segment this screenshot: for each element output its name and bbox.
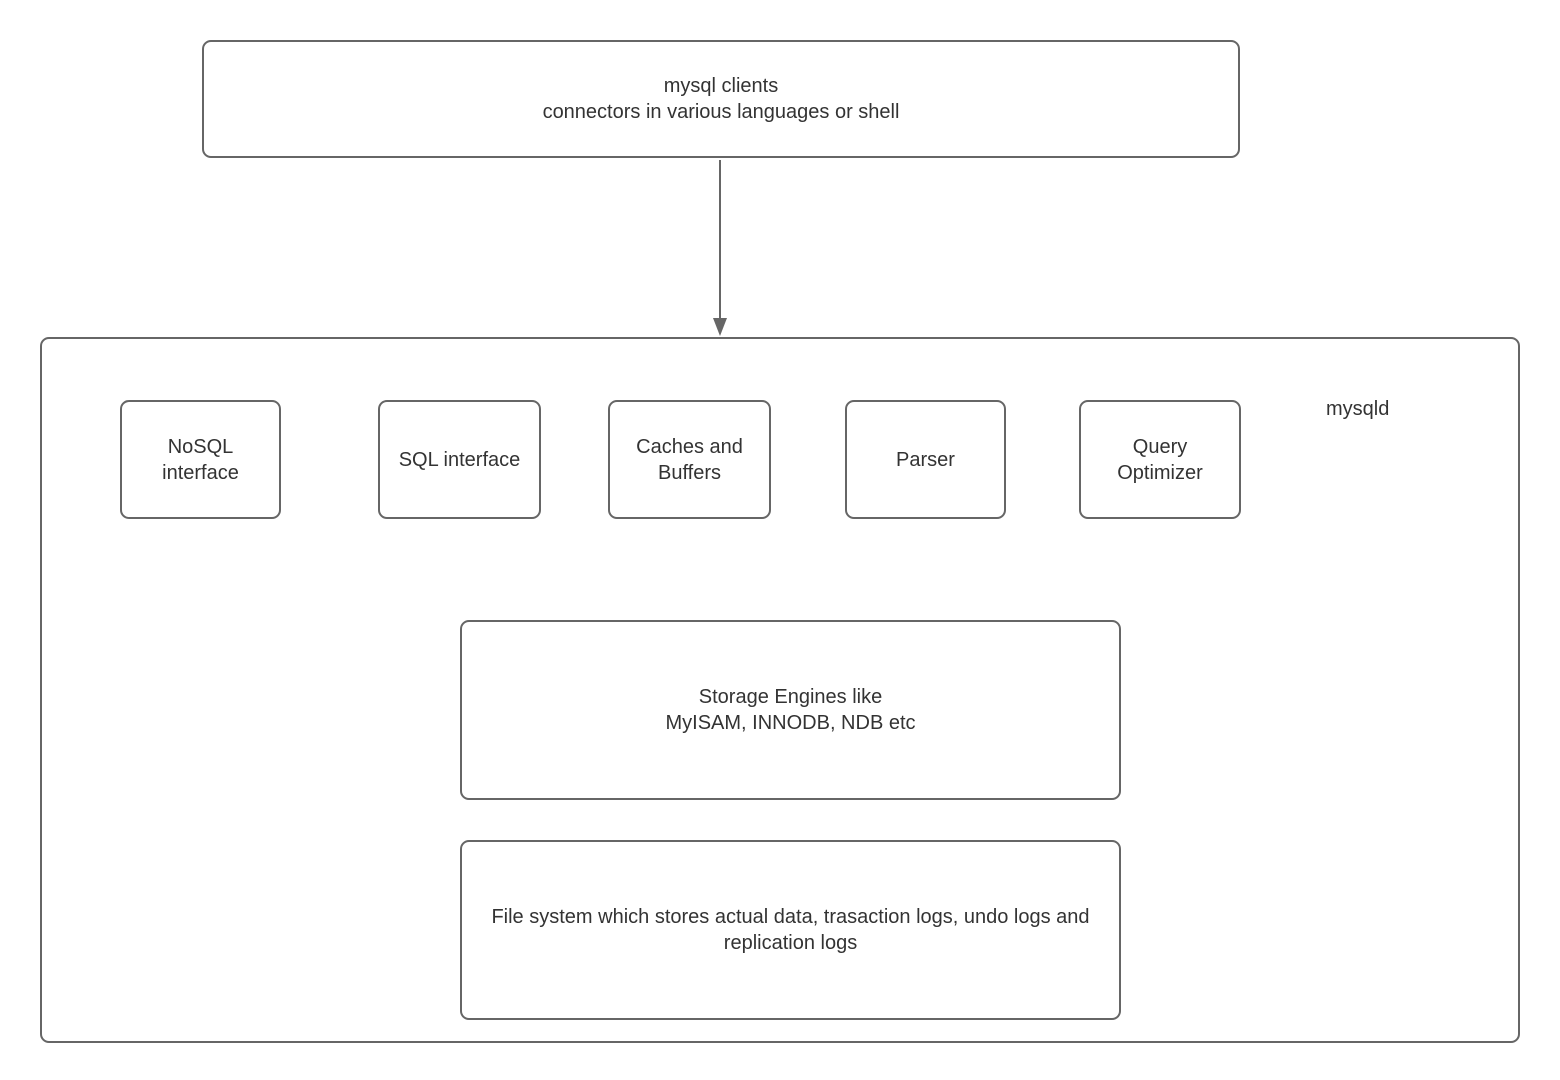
clients-to-mysqld-arrow [712, 160, 728, 337]
node-query-optimizer: Query Optimizer [1079, 400, 1241, 519]
node-caches-and-buffers: Caches and Buffers [608, 400, 771, 519]
parser-label: Parser [896, 448, 955, 471]
sql-interface-label: SQL interface [398, 448, 521, 471]
arrow-line [719, 160, 721, 320]
node-sql-interface: SQL interface [378, 400, 541, 519]
node-storage-engines: Storage Engines like MyISAM, INNODB, NDB… [460, 620, 1121, 800]
node-file-system: File system which stores actual data, tr… [460, 840, 1121, 1020]
mysql-clients-label: mysql clients connectors in various lang… [204, 73, 1238, 125]
node-parser: Parser [845, 400, 1006, 519]
nosql-interface-label: NoSQL interface [162, 435, 239, 484]
query-optimizer-label: Query Optimizer [1117, 435, 1203, 484]
arrow-head-icon [713, 318, 727, 336]
storage-engines-label-line2: MyISAM, INNODB, NDB etc [665, 712, 916, 734]
storage-engines-label: Storage Engines like MyISAM, INNODB, NDB… [462, 684, 1119, 736]
node-nosql-interface: NoSQL interface [120, 400, 281, 519]
storage-engines-label-line1: Storage Engines like [698, 686, 883, 708]
mysql-clients-label-line2: connectors in various languages or shell [542, 101, 900, 123]
file-system-label: File system which stores actual data, tr… [491, 906, 1090, 954]
node-mysql-clients: mysql clients connectors in various lang… [202, 40, 1240, 158]
mysql-clients-label-line1: mysql clients [663, 75, 779, 97]
caches-and-buffers-label: Caches and Buffers [636, 435, 743, 484]
mysqld-container-label: mysqld [1326, 398, 1390, 420]
